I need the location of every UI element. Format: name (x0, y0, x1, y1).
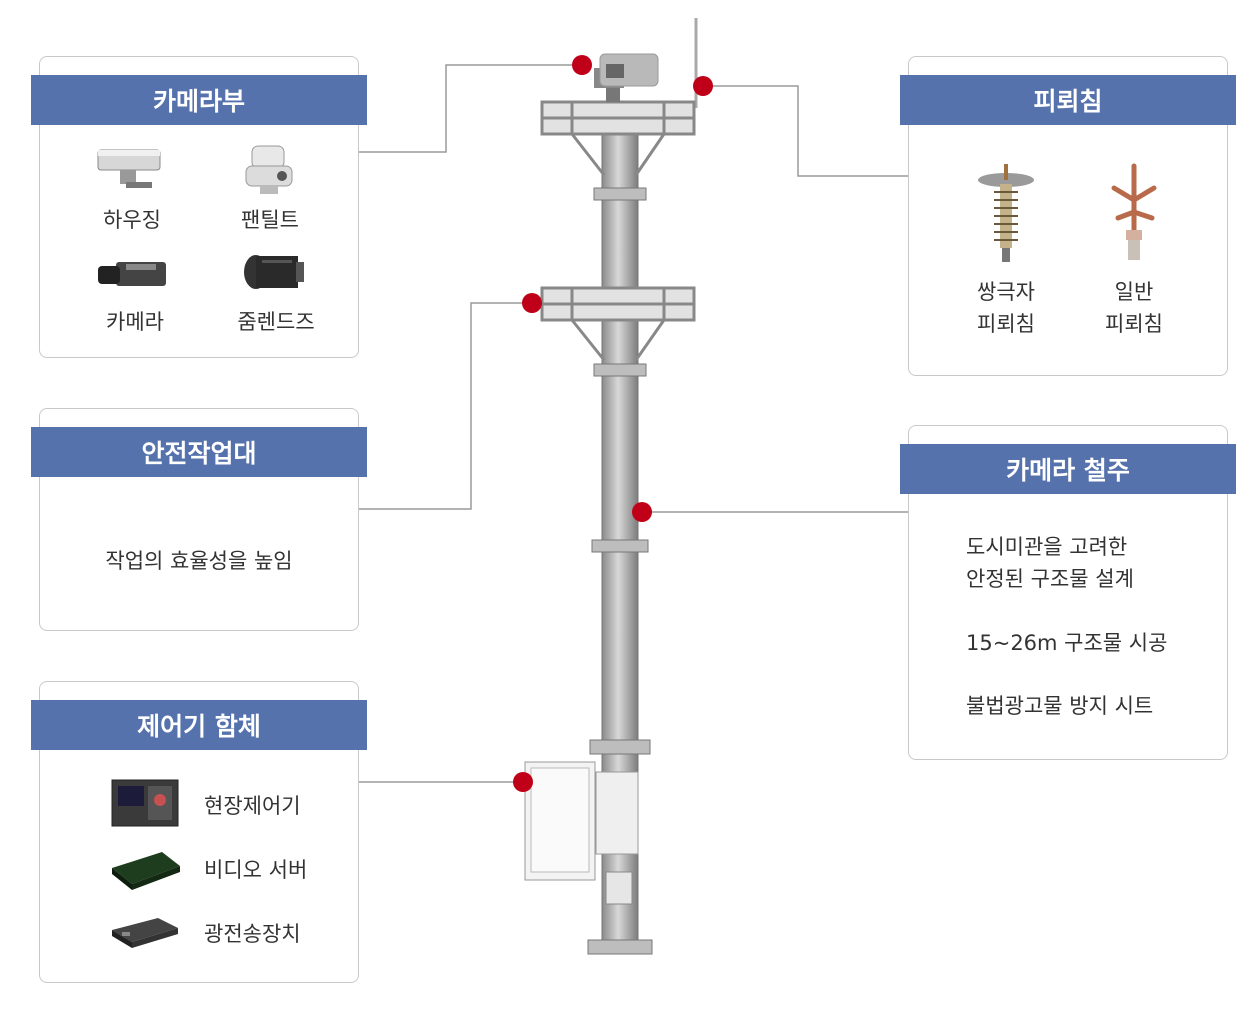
safety-section-title: 안전작업대 (31, 427, 367, 477)
controller-item-optical-transmitter: 광전송장치 (204, 922, 301, 946)
marker-controller (513, 772, 533, 792)
lightning-item-dipole-line1: 쌍극자 (977, 280, 1035, 304)
housing-icon (97, 149, 161, 188)
camera-item-zoom-lens: 줌렌드즈 (237, 310, 315, 334)
marker-lightning (693, 76, 713, 96)
zoom-lens-icon (244, 255, 304, 289)
camera-head (594, 53, 659, 102)
camera-item-camera: 카메라 (106, 310, 164, 334)
pole-desc-line3: 15~26m 구조물 시공 (966, 631, 1168, 655)
field-controller-icon (111, 779, 179, 827)
lightning-item-general-line1: 일반 (1114, 280, 1154, 304)
marker-safety (522, 293, 542, 313)
pole-section-title: 카메라 철주 (900, 444, 1236, 494)
lightning-section-title: 피뢰침 (900, 75, 1236, 125)
marker-pole (632, 502, 652, 522)
connector-camera (358, 64, 582, 153)
middle-platform (540, 286, 696, 361)
safety-section-description: 작업의 효율성을 높임 (105, 549, 293, 573)
pole-desc-line4: 불법광고물 방지 시트 (966, 694, 1154, 718)
camera-section-title: 카메라부 (31, 75, 367, 125)
dipole-lightning-rod-icon (978, 164, 1034, 262)
controller-item-video-server: 비디오 서버 (204, 858, 308, 882)
marker-camera (572, 55, 592, 75)
camera-icon (98, 262, 166, 286)
connector-safety (358, 302, 532, 510)
lightning-item-dipole-line2: 피뢰침 (977, 312, 1035, 336)
controller-item-field-controller: 현장제어기 (204, 794, 301, 818)
connector-lightning (703, 85, 910, 177)
camera-item-housing: 하우징 (103, 208, 161, 232)
pole-desc-line2: 안정된 구조물 설계 (966, 567, 1134, 591)
upper-platform (540, 100, 696, 176)
control-cabinet (524, 761, 639, 905)
lightning-item-general-line2: 피뢰침 (1105, 312, 1163, 336)
camera-item-pan-tilt: 팬틸트 (241, 208, 299, 232)
pole-desc-line1: 도시미관을 고려한 (966, 535, 1128, 559)
pole-flanges (587, 187, 653, 955)
optical-transmitter-icon (112, 918, 178, 948)
general-lightning-rod-icon (1111, 163, 1157, 260)
pan-tilt-icon (245, 145, 293, 194)
video-server-icon (112, 852, 180, 890)
controller-section-title: 제어기 함체 (31, 700, 367, 750)
